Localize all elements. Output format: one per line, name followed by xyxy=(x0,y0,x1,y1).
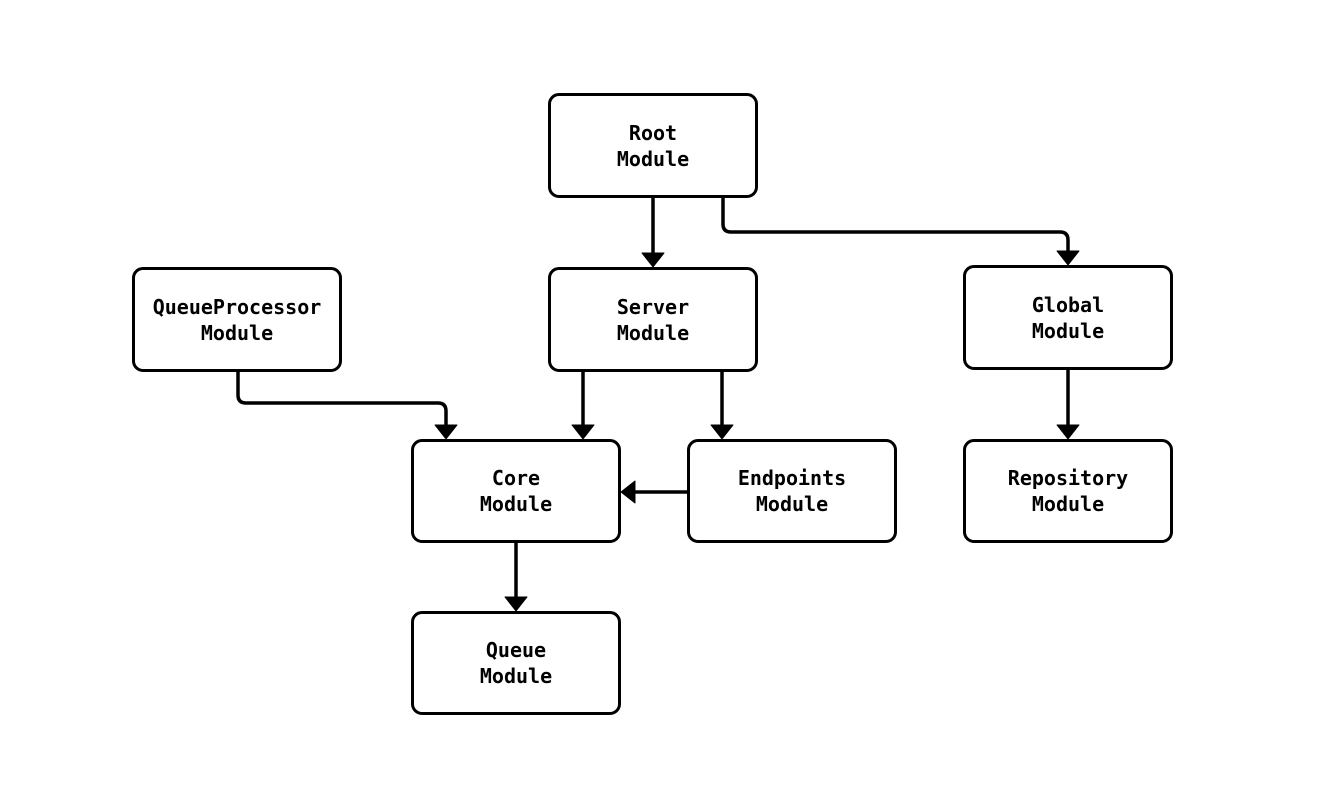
node-label: Repository Module xyxy=(1007,466,1129,516)
node-label: Endpoints Module xyxy=(737,466,847,516)
edge-server-to-endpoints xyxy=(710,372,734,440)
node-queue-module: Queue Module xyxy=(411,611,621,715)
arrowhead xyxy=(571,424,595,440)
edge-queueprocessor-to-core xyxy=(236,372,458,440)
node-label: Global Module xyxy=(1031,292,1105,343)
arrowhead xyxy=(710,424,734,440)
node-server-module: Server Module xyxy=(548,267,758,372)
node-label: Core Module xyxy=(479,466,553,516)
node-repository-module: Repository Module xyxy=(963,439,1173,543)
arrowhead xyxy=(1056,250,1080,266)
node-label: Root Module xyxy=(616,120,690,171)
edge-core-to-queue xyxy=(504,543,528,612)
node-label: Queue Module xyxy=(479,638,553,688)
node-label: QueueProcessor Module xyxy=(152,294,322,345)
node-endpoints-module: Endpoints Module xyxy=(687,439,897,543)
edge-global-to-repository xyxy=(1056,370,1080,440)
edge-server-to-core xyxy=(571,372,595,440)
arrowhead xyxy=(641,252,665,268)
node-label: Server Module xyxy=(616,294,690,345)
node-root-module: Root Module xyxy=(548,93,758,198)
arrowhead xyxy=(1056,424,1080,440)
arrowhead xyxy=(434,424,458,440)
edge-endpoints-to-core xyxy=(620,480,687,504)
arrowhead xyxy=(504,596,528,612)
node-queueprocessor-module: QueueProcessor Module xyxy=(132,267,342,372)
edge-root-to-server xyxy=(641,198,665,268)
edge-root-to-global xyxy=(721,198,1080,266)
node-global-module: Global Module xyxy=(963,265,1173,370)
node-core-module: Core Module xyxy=(411,439,621,543)
arrowhead xyxy=(620,480,636,504)
